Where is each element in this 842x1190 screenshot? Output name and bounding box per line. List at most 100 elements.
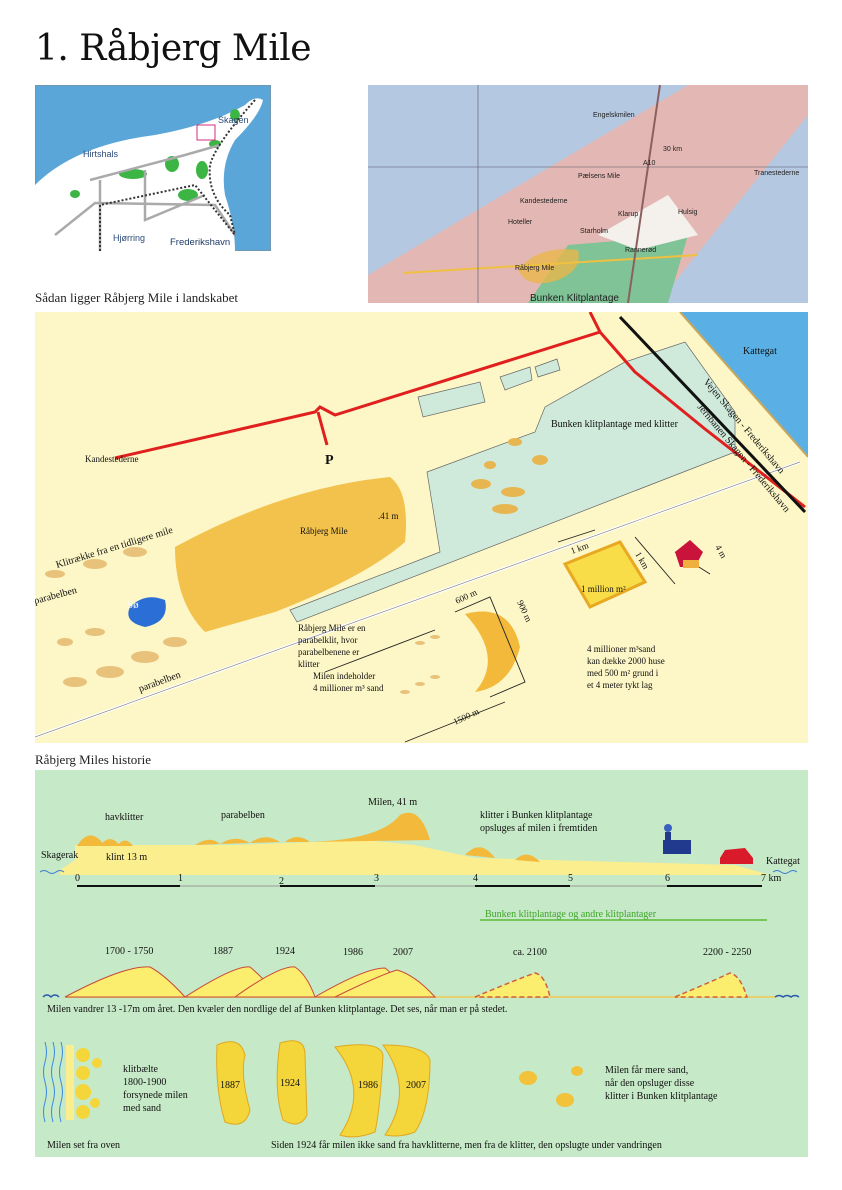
timeline-caption: Milen vandrer 13 -17m om året. Den kvæle… bbox=[47, 1004, 507, 1015]
topview-caption-right: Siden 1924 får milen ikke sand fra havkl… bbox=[271, 1140, 662, 1151]
label-plantation: Bunken klitplantage og andre klitplantag… bbox=[485, 909, 657, 920]
scale-tick: 7 km bbox=[761, 873, 782, 884]
topo-label: A10 bbox=[643, 160, 656, 167]
timeline-year: 1700 - 1750 bbox=[105, 946, 153, 957]
label-height: .41 m bbox=[378, 511, 399, 521]
profile-ground bbox=[60, 840, 770, 875]
timeline-year: 1986 bbox=[343, 947, 363, 958]
label-klint: klint 13 m bbox=[106, 852, 147, 863]
klitbaelte-line: 1800-1900 bbox=[123, 1077, 166, 1088]
timeline-year: ca. 2100 bbox=[513, 947, 547, 958]
land bbox=[35, 98, 263, 251]
railway-line bbox=[618, 315, 807, 514]
klitbaelte-line: med sand bbox=[123, 1103, 161, 1114]
topo-label: 30 km bbox=[663, 146, 682, 153]
train-icon bbox=[663, 824, 691, 854]
topo-label: Klarup bbox=[618, 211, 638, 218]
label-skagerak: Skagerak bbox=[41, 850, 78, 861]
more-sand-line: klitter i Bunken klitplantage bbox=[605, 1091, 718, 1102]
topview-year: 1887 bbox=[220, 1080, 240, 1091]
overview-map: Skagen Hirtshals Hjørring Frederikshavn bbox=[35, 85, 271, 251]
topo-label: Bunken Klitplantage bbox=[530, 293, 619, 303]
label-skagen: Skagen bbox=[218, 115, 249, 125]
topographic-map: Engelskmilen Pælsens Mile Kandestederne … bbox=[368, 85, 808, 303]
more-sand-line: Milen får mere sand, bbox=[605, 1065, 688, 1076]
history-panel: havklitter parabelben Milen, 41 m klitte… bbox=[35, 770, 808, 1157]
roads bbox=[54, 143, 237, 251]
timeline-year: 2200 - 2250 bbox=[703, 947, 751, 958]
houses-line: et 4 meter tykt lag bbox=[587, 680, 653, 690]
label-parabelben: parabelben bbox=[221, 810, 265, 821]
topview-shapes bbox=[43, 1040, 583, 1138]
house-icon bbox=[675, 540, 703, 568]
houses-line: kan dække 2000 huse bbox=[587, 656, 665, 666]
label-million: 1 million m² bbox=[581, 584, 626, 594]
label-kattegat: Kattegat bbox=[766, 856, 800, 867]
parabelben-dunes bbox=[45, 547, 187, 687]
topview-year: 2007 bbox=[406, 1080, 426, 1091]
more-sand-line: når den opsluger disse bbox=[605, 1078, 695, 1089]
parking-road bbox=[316, 411, 329, 446]
timeline-year: 1887 bbox=[213, 946, 233, 957]
topo-label: Tranestederne bbox=[754, 170, 799, 177]
label-milen: Milen, 41 m bbox=[368, 797, 417, 808]
label-kattegat: Kattegat bbox=[743, 346, 777, 357]
cube-1-million bbox=[562, 540, 648, 609]
label-frederikshavn-backdrop bbox=[168, 235, 232, 247]
description-line: Råbjerg Mile er en bbox=[298, 623, 366, 633]
label-havklitter: havklitter bbox=[105, 812, 144, 823]
label-mile: Råbjerg Mile bbox=[300, 526, 348, 536]
label-frederikshavn: Frederikshavn bbox=[170, 237, 230, 248]
topview-year: 1986 bbox=[358, 1080, 378, 1091]
topo-label: Pælsens Mile bbox=[578, 173, 620, 180]
klitbaelte-line: klitbælte bbox=[123, 1064, 159, 1075]
location-marker bbox=[196, 124, 216, 141]
forest-dunes bbox=[471, 438, 548, 514]
topo-label: Kandestederne bbox=[520, 198, 568, 205]
scale-tick: 6 bbox=[665, 873, 670, 884]
profile-dunes bbox=[77, 812, 540, 862]
label-kandestederne: Kandestederne bbox=[85, 454, 138, 464]
topview-caption-left: Milen set fra oven bbox=[47, 1140, 120, 1151]
scale-tick: 2 bbox=[279, 876, 284, 887]
description-line: parabelklit, hvor bbox=[298, 635, 357, 645]
timeline-year: 1924 bbox=[275, 946, 295, 957]
topo-label: Engelskmilen bbox=[593, 112, 635, 119]
label-klitter: opsluges af milen i fremtiden bbox=[480, 823, 597, 834]
timeline-year: 2007 bbox=[393, 947, 413, 958]
description-line: parabelbenene er bbox=[298, 647, 359, 657]
scale-tick: 3 bbox=[374, 873, 379, 884]
landscape-caption: Sådan ligger Råbjerg Mile i landskabet bbox=[35, 290, 239, 305]
label-hjorring: Hjørring bbox=[113, 233, 145, 243]
road-red bbox=[114, 312, 806, 509]
page-title: 1. Råbjerg Mile bbox=[35, 28, 312, 69]
topo-label: Råbjerg Mile bbox=[515, 264, 554, 272]
scale-tick: 5 bbox=[568, 873, 573, 884]
raabjerg-mile-dune bbox=[175, 477, 406, 632]
scale-tick: 1 bbox=[178, 873, 183, 884]
history-caption: Råbjerg Miles historie bbox=[35, 752, 152, 767]
klitbaelte-line: forsynede milen bbox=[123, 1090, 188, 1101]
label-klitter: klitter i Bunken klitplantage bbox=[480, 810, 593, 821]
scale-tick: 0 bbox=[75, 873, 80, 884]
landscape-illustration: Kattegat Vejen Skagen - Frederikshavn Je… bbox=[35, 312, 808, 743]
label-lake: Sø bbox=[127, 599, 139, 611]
scale-tick: 4 bbox=[473, 873, 478, 884]
topview-year: 1924 bbox=[280, 1078, 300, 1089]
contains-line: 4 millioner m³ sand bbox=[313, 683, 384, 693]
water-waves bbox=[39, 870, 798, 874]
label-parking: P bbox=[325, 453, 334, 468]
contains-line: Milen indeholder bbox=[313, 671, 375, 681]
topo-label: Rannerød bbox=[625, 247, 656, 254]
topo-label: Starholm bbox=[580, 228, 608, 235]
timeline-dunes bbox=[42, 966, 800, 999]
label-forest: Bunken klitplantage med klitter bbox=[551, 419, 679, 430]
topo-label: Hulsig bbox=[678, 209, 698, 216]
label-hirtshals: Hirtshals bbox=[83, 149, 119, 159]
topo-label: Hoteller bbox=[508, 219, 533, 226]
car-icon bbox=[720, 848, 753, 864]
lake bbox=[128, 597, 166, 627]
houses-line: 4 millioner m³sand bbox=[587, 644, 656, 654]
description-line: klitter bbox=[298, 659, 320, 669]
houses-line: med 500 m² grund i bbox=[587, 668, 659, 678]
